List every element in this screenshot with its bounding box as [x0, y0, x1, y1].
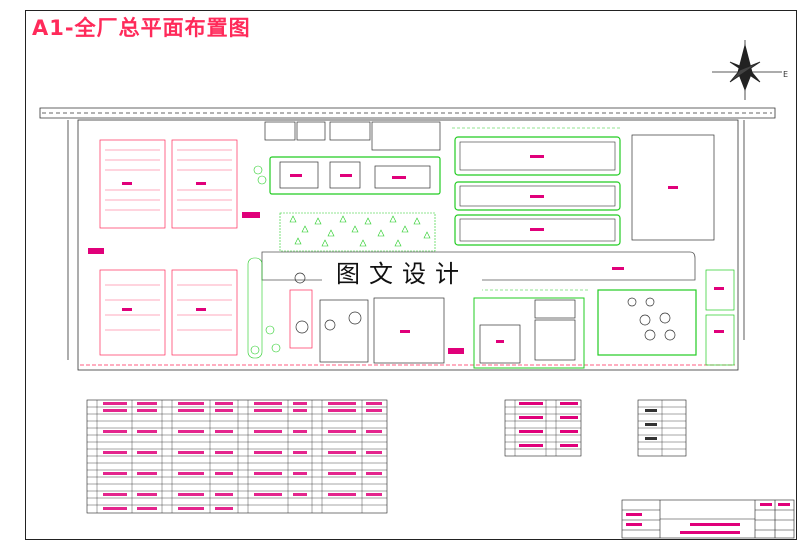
drawing-title: A1-全厂总平面布置图 — [32, 16, 251, 40]
legend-table — [637, 399, 687, 457]
sheet-border — [25, 10, 797, 540]
building-label-marks — [88, 155, 724, 354]
title-block — [621, 499, 795, 539]
tree-area — [247, 127, 620, 359]
green-barns — [269, 136, 621, 246]
equipment-table — [86, 399, 388, 514]
barn-blocks — [99, 139, 238, 356]
compass-east-label: E — [783, 70, 789, 79]
equipment-table-cells — [103, 402, 382, 510]
watermark: 图文设计 — [322, 255, 482, 293]
site-roads — [39, 107, 776, 371]
area-table — [504, 399, 582, 457]
central-buildings — [264, 121, 735, 369]
compass-icon — [712, 40, 782, 100]
